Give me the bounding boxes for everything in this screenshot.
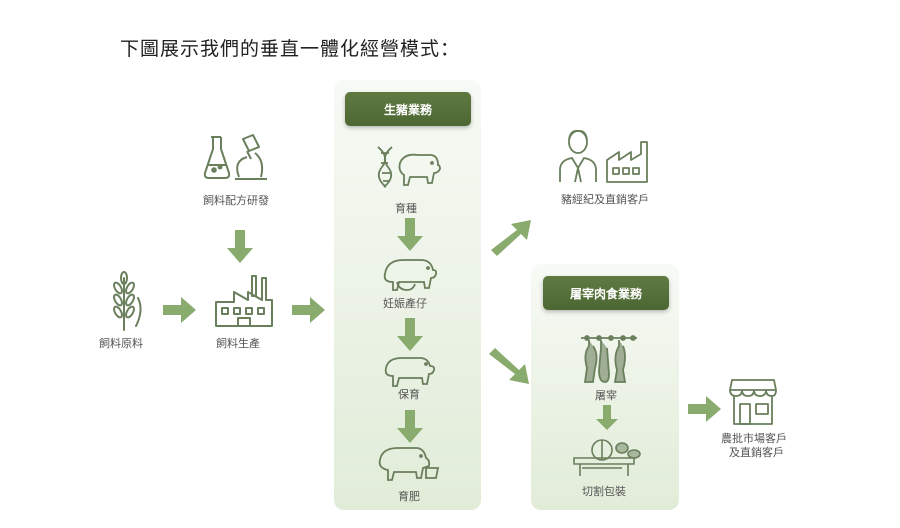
businessman-icon <box>558 128 598 184</box>
feed-raw-label: 飼料原料 <box>99 337 143 350</box>
dna-pig-icon <box>376 143 442 191</box>
feed-rnd-label: 飼料配方研發 <box>203 194 269 207</box>
arrow-right-production-to-hog <box>292 296 326 324</box>
pig-icon <box>382 354 436 388</box>
factory-icon <box>605 140 653 184</box>
arrow-down-breeding-to-farrowing <box>396 218 424 252</box>
wholesale-label-line2: 及直銷客戶 <box>729 446 784 459</box>
meat-business-header: 屠宰肉食業務 <box>543 276 669 310</box>
arrow-down-farrowing-to-nursery <box>396 318 424 352</box>
arrow-up-right-to-brokers <box>489 218 533 258</box>
factory-icon <box>214 272 274 328</box>
arrow-down-right-to-meat <box>487 346 531 386</box>
sow-piglets-icon <box>381 254 437 294</box>
arrow-down-slaughter-to-cutting <box>595 405 619 431</box>
finishing-label: 育肥 <box>398 490 420 503</box>
carcass-hook-icon <box>579 334 639 384</box>
arrow-down-rnd-to-production <box>226 230 254 264</box>
nursery-label: 保育 <box>398 388 420 401</box>
cutting-label: 切割包裝 <box>582 485 626 498</box>
arrow-right-meat-to-wholesale <box>688 395 722 423</box>
arrow-down-nursery-to-finishing <box>396 410 424 444</box>
arrow-right-raw-to-production <box>163 296 197 324</box>
hog-business-header: 生豬業務 <box>345 92 471 126</box>
meat-cutting-icon <box>572 434 642 478</box>
wheat-icon <box>100 270 148 332</box>
flask-microscope-icon <box>203 133 269 183</box>
brokers-label: 豬經紀及直銷客戶 <box>561 193 649 206</box>
breeding-label: 育種 <box>395 202 417 215</box>
farrowing-label: 妊娠產仔 <box>383 297 427 310</box>
store-icon <box>728 378 778 426</box>
feed-prod-label: 飼料生產 <box>216 337 260 350</box>
slaughter-label: 屠宰 <box>595 389 617 402</box>
pig-feeding-icon <box>376 446 440 482</box>
wholesale-label-line1: 農批市場客戶 <box>721 432 787 445</box>
page-title: 下圖展示我們的垂直一體化經營模式： <box>120 38 461 60</box>
